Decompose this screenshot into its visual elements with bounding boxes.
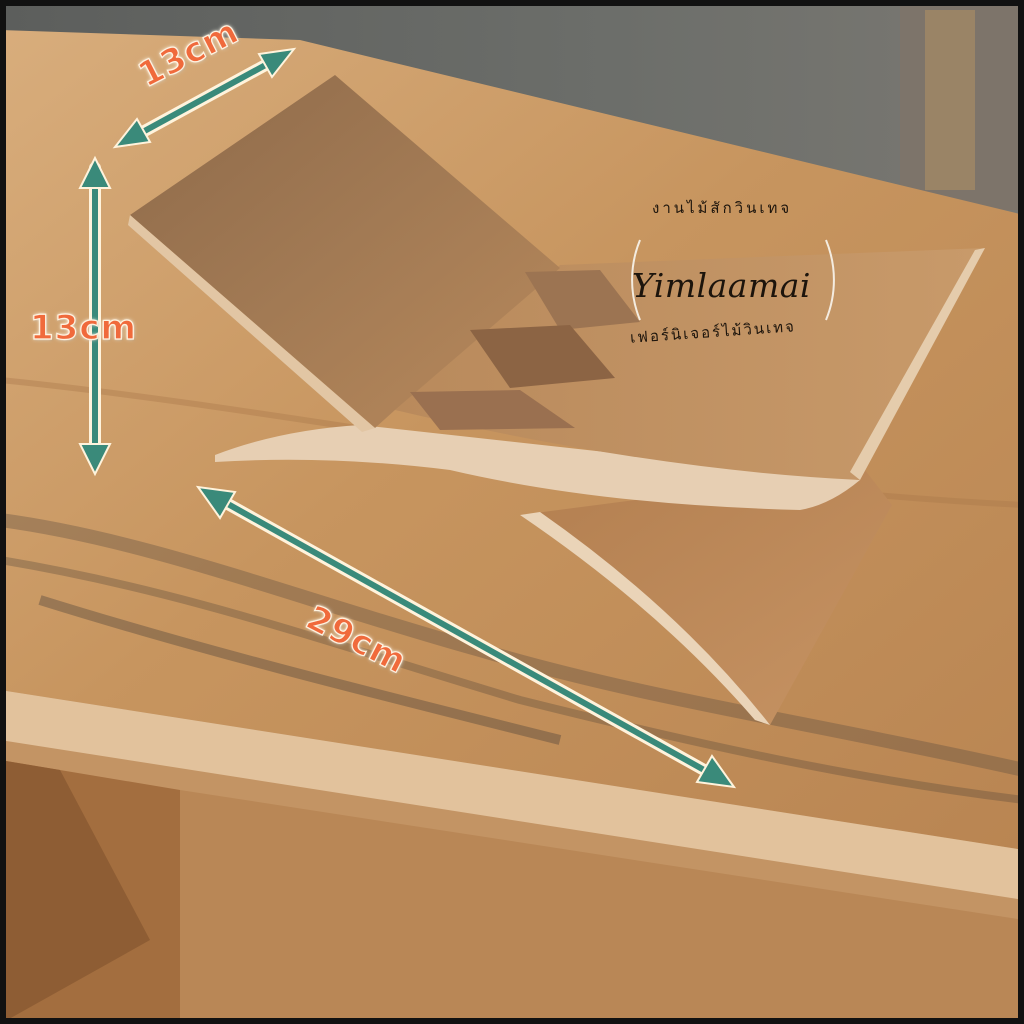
- stand-panel-edge: [850, 248, 985, 480]
- table-shelf-back: [180, 790, 1024, 1024]
- stand-panel-edge: [128, 215, 375, 432]
- wood-grain: [0, 556, 1024, 804]
- dimension-arrow-top: [112, 47, 297, 149]
- stand-rear-leg: [520, 470, 892, 725]
- table-shelf-side: [0, 760, 150, 1024]
- wood-grain: [38, 595, 562, 745]
- stand-leg-edge: [520, 512, 770, 725]
- joint-finger: [525, 270, 640, 330]
- dimension-arrow-length: [195, 485, 737, 789]
- watermark-arc: [631, 239, 641, 321]
- table-edge-highlight: [0, 690, 1024, 900]
- watermark-arc: [825, 239, 835, 321]
- watermark-top-text: งานไม้สักวินเทจ: [652, 199, 793, 217]
- joint-finger: [410, 390, 575, 430]
- joint-finger: [470, 325, 615, 388]
- dimension-height-label: 13cm: [29, 307, 137, 348]
- stand-base-curve: [215, 425, 860, 510]
- background-plank: [925, 10, 975, 190]
- dimension-arrow-left: [78, 155, 112, 477]
- watermark-brand: Yimlaamai: [632, 266, 811, 305]
- stand-left-panel: [130, 75, 560, 428]
